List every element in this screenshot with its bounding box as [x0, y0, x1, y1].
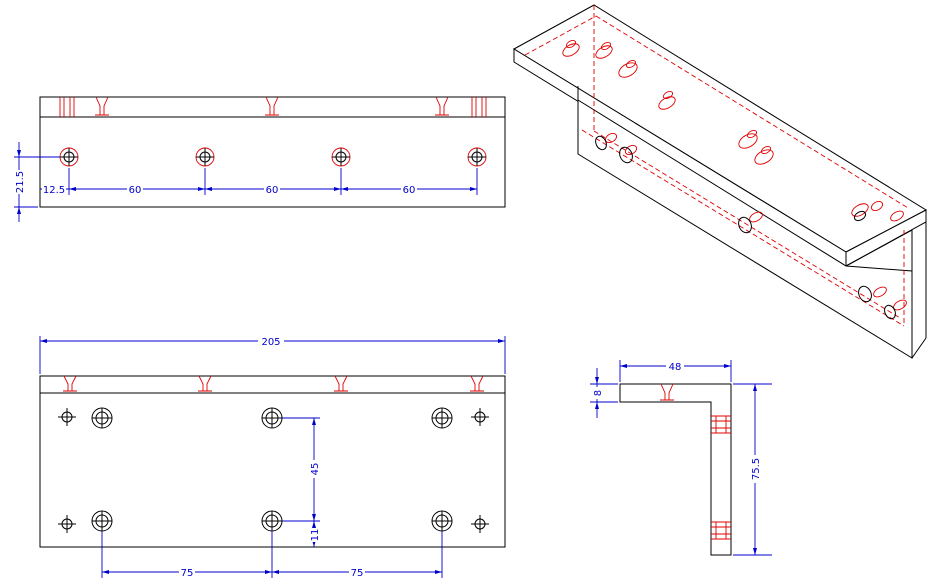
front-view-counterbore-hole [261, 510, 283, 532]
side-view-profile [619, 383, 732, 556]
dimension-front-vertical: 45 [310, 463, 321, 476]
dimension-top-pitch-1: 60 [129, 185, 142, 196]
dimension-top-pitch-3: 60 [403, 185, 416, 196]
isometric-view [513, 4, 928, 359]
dimension-front-pitch-right: 75 [351, 568, 364, 579]
top-view-outline [39, 96, 506, 208]
top-view: 12.5 60 60 60 21.5 [13, 96, 506, 222]
top-view-hole [195, 147, 215, 167]
front-view-outline [39, 375, 506, 548]
front-view-small-hole [58, 515, 76, 533]
front-view-dimensions [39, 336, 506, 578]
top-view-dimensions [14, 142, 478, 222]
iso-hidden-holes [562, 39, 907, 311]
dimension-top-pitch-2: 60 [266, 185, 279, 196]
iso-visible-holes [595, 135, 896, 320]
dimension-top-height: 21.5 [15, 171, 26, 193]
iso-hidden-edges [524, 5, 909, 327]
side-view: 48 8 75.5 [590, 360, 772, 556]
front-view-counterbore-hole [91, 510, 113, 532]
front-view: 205 75 75 45 11 [39, 335, 506, 579]
top-view-hole [331, 147, 351, 167]
dimension-front-length: 205 [261, 337, 280, 348]
dimension-top-edge: 12.5 [43, 185, 65, 196]
front-view-small-hole [471, 408, 489, 426]
top-view-hidden-features [59, 96, 487, 117]
side-view-dimensions [590, 360, 772, 556]
front-view-counterbore-hole [91, 407, 113, 429]
dimension-front-bottom: 11 [310, 529, 321, 542]
dimension-front-pitch-left: 75 [181, 568, 194, 579]
front-view-small-hole [471, 515, 489, 533]
top-view-hole [467, 147, 487, 167]
front-view-hidden-features [63, 375, 484, 392]
front-view-counterbore-hole [431, 510, 453, 532]
front-view-small-hole [58, 408, 76, 426]
front-view-counterbore-hole [431, 407, 453, 429]
front-view-counterbore-hole [261, 407, 283, 429]
dimension-side-width: 48 [669, 362, 682, 373]
side-view-hidden-features [660, 383, 731, 540]
dimension-side-height: 75.5 [751, 458, 762, 480]
dimension-side-thickness: 8 [593, 390, 604, 396]
top-view-hole [59, 147, 79, 167]
